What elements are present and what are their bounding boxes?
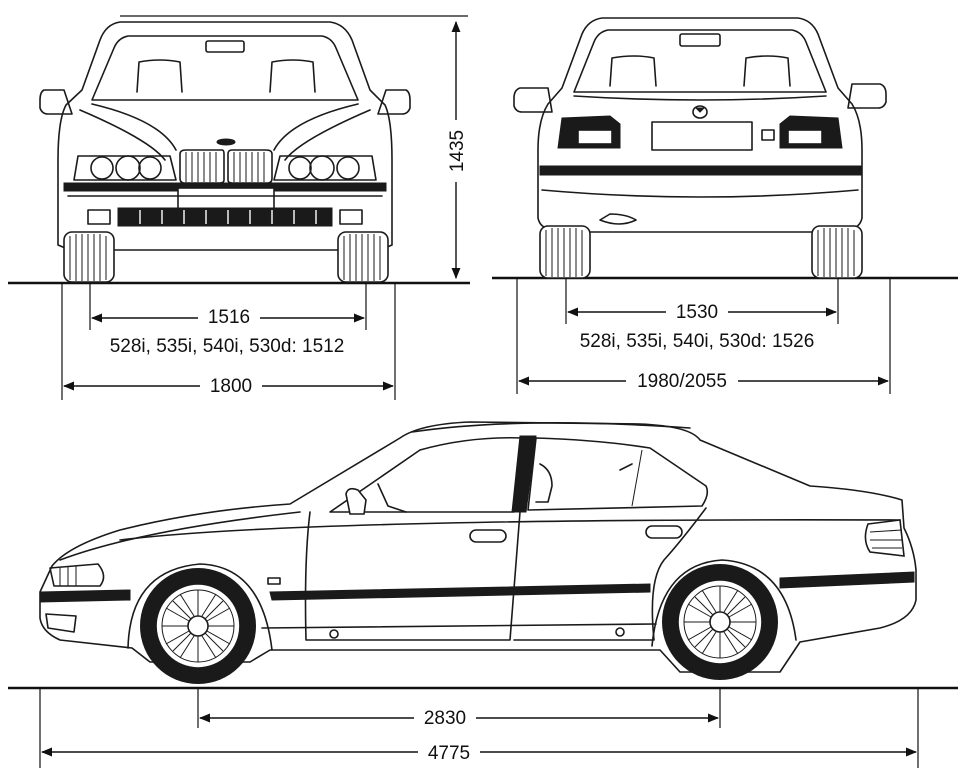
side-rear-door <box>513 507 707 641</box>
front-windshield <box>91 35 359 101</box>
rear-width-label: 1980/2055 <box>637 371 727 392</box>
side-front-bumper-strip <box>39 589 131 603</box>
rear-side-mirror-right <box>847 83 887 109</box>
front-hood-crease-left <box>79 109 166 161</box>
rear-headrest-right <box>743 55 791 87</box>
front-emblem <box>216 138 236 146</box>
side-length-label: 4775 <box>428 743 470 764</box>
front-headlights <box>73 155 377 181</box>
side-front-wheel <box>140 568 256 684</box>
front-side-mirror-left <box>39 89 73 115</box>
front-side-mirror-right <box>377 89 411 115</box>
rear-trunk-line <box>573 95 827 101</box>
front-hood-line-left <box>91 103 177 151</box>
side-protection-strip <box>269 583 651 601</box>
rear-emblem <box>692 105 708 119</box>
side-hood-line <box>59 511 301 561</box>
side-headlight-detail <box>59 566 77 586</box>
front-headrest-right <box>269 59 316 93</box>
front-license-plate <box>177 187 275 211</box>
rear-window <box>573 29 827 93</box>
side-headlight <box>49 563 105 587</box>
side-rear-window <box>527 437 709 511</box>
rear-tire-left <box>539 225 591 279</box>
front-rearview-mirror <box>205 40 245 53</box>
front-headrest-left <box>136 59 183 93</box>
side-mirror <box>345 487 367 515</box>
rear-bumper-strip <box>539 165 863 176</box>
side-rear-wheel-arch <box>651 559 797 647</box>
rear-interior-mirror <box>679 33 721 47</box>
side-wheelbase-label: 2830 <box>424 708 466 729</box>
rear-model-badge <box>761 129 775 141</box>
side-rear-wheel <box>662 564 778 680</box>
side-indicator <box>267 577 281 585</box>
front-view: 1435 1516 528i, 535i, 540i, 530d: 1512 1… <box>8 15 470 400</box>
front-kidney-grille <box>179 149 273 184</box>
rear-license-plate <box>651 121 753 151</box>
side-b-pillar <box>511 435 537 513</box>
side-glass-mark <box>619 463 633 471</box>
rear-emblem-mark <box>694 107 706 113</box>
side-body-outline <box>39 421 917 673</box>
side-roof-line <box>411 422 691 433</box>
rear-track-label: 1530 <box>676 302 718 323</box>
side-jack-point-rear <box>615 627 625 637</box>
side-front-wheel-arch <box>127 563 273 651</box>
front-track-label: 1516 <box>208 307 250 328</box>
rear-headrest-left <box>609 55 657 87</box>
front-tire-right <box>337 231 389 283</box>
rear-bumper-lower-line <box>541 189 859 198</box>
side-fog-light <box>45 613 77 633</box>
front-lower-intake <box>87 207 363 227</box>
side-steering-wheel <box>377 483 407 513</box>
side-jack-point-front <box>329 629 339 639</box>
front-hood-crease-right <box>284 109 371 161</box>
side-front-door-handle <box>469 529 507 543</box>
rear-view: 1530 528i, 535i, 540i, 530d: 1526 1980/2… <box>492 17 958 394</box>
side-c-pillar-line <box>631 449 643 507</box>
side-view: 2830 4775 <box>8 421 958 768</box>
rear-exhaust <box>599 213 637 225</box>
front-hood-line-right <box>273 103 359 151</box>
front-height-label: 1435 <box>447 130 468 172</box>
front-width-label: 1800 <box>210 376 252 397</box>
side-front-door <box>304 511 521 641</box>
rear-taillights <box>557 115 843 149</box>
rear-side-mirror-left <box>513 87 553 113</box>
rear-tire-right <box>811 225 863 279</box>
side-rear-door-handle <box>645 525 683 539</box>
rear-track-variant-label: 528i, 535i, 540i, 530d: 1526 <box>580 331 815 352</box>
side-belt-line <box>119 519 901 541</box>
side-sill-line <box>261 623 657 629</box>
side-rear-strip <box>779 571 915 589</box>
front-track-variant-label: 528i, 535i, 540i, 530d: 1512 <box>110 336 345 357</box>
front-tire-left <box>63 231 115 283</box>
side-taillight-detail <box>869 529 903 549</box>
side-taillight <box>864 519 905 557</box>
side-rear-headrest <box>535 463 553 503</box>
